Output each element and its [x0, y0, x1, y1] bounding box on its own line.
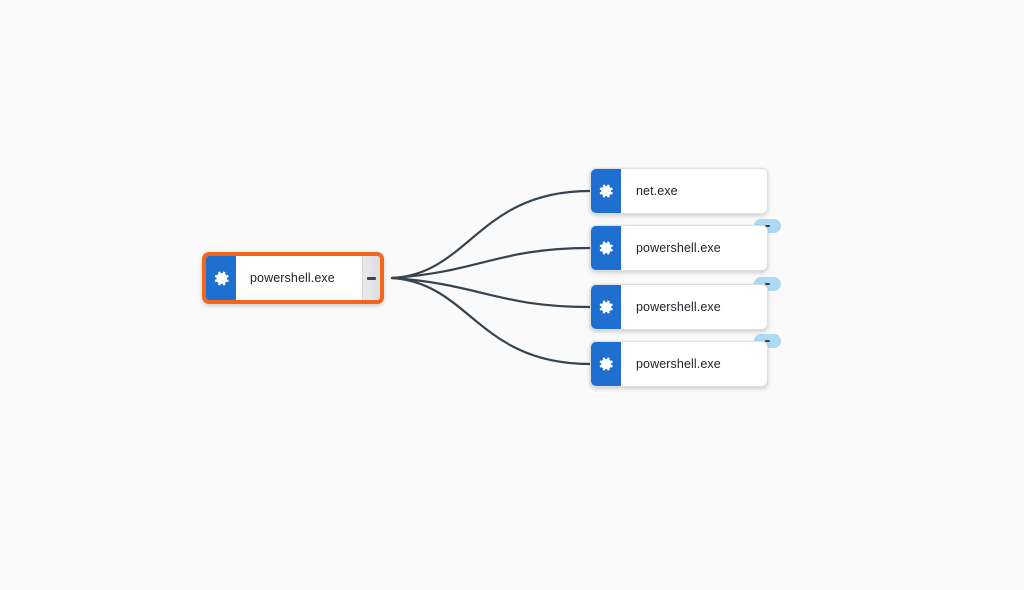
edge-root-to-child-1	[390, 189, 592, 280]
minus-icon	[367, 276, 376, 280]
process-node-child-2[interactable]: powershell.exe	[590, 225, 768, 271]
minus-icon	[765, 225, 770, 227]
collapse-toggle-root[interactable]	[362, 256, 380, 300]
gear-icon	[591, 342, 621, 386]
process-node-label: powershell.exe	[250, 271, 335, 285]
process-node-child-4[interactable]: powershell.exe	[590, 341, 768, 387]
process-node-child-1[interactable]: net.exe	[590, 168, 768, 214]
edge-root-to-child-3	[390, 276, 592, 309]
process-node-label: powershell.exe	[636, 357, 721, 371]
gear-icon	[591, 226, 621, 270]
minus-icon	[765, 283, 770, 285]
process-node-label: powershell.exe	[636, 241, 721, 255]
gear-icon	[591, 169, 621, 213]
minus-icon	[765, 340, 770, 342]
process-node-label: net.exe	[636, 184, 678, 198]
process-node-label: powershell.exe	[636, 300, 721, 314]
edge-root-to-child-2	[390, 246, 592, 280]
process-node-root[interactable]: powershell.exe	[202, 252, 384, 304]
gear-icon	[206, 256, 236, 300]
edge-root-to-child-4	[390, 276, 592, 366]
process-node-child-3[interactable]: powershell.exe	[590, 284, 768, 330]
gear-icon	[591, 285, 621, 329]
